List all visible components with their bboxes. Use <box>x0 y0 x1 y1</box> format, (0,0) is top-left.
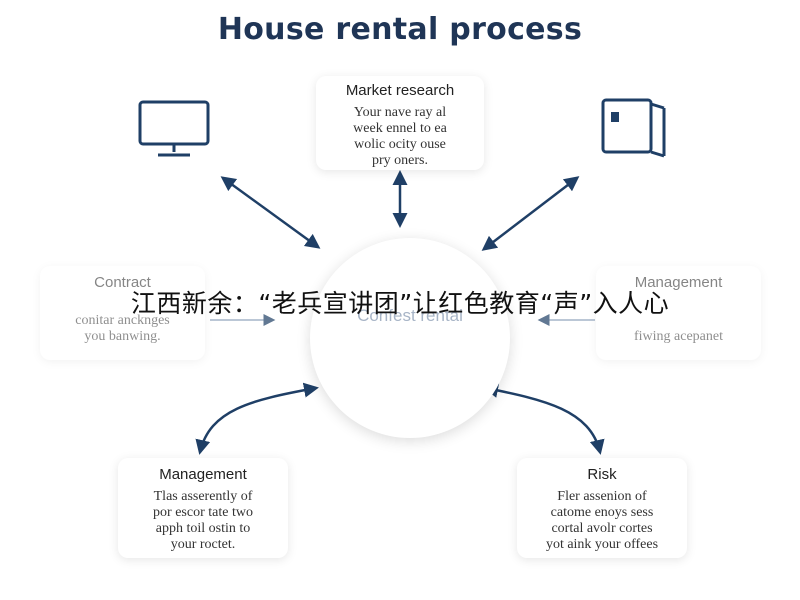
center-node-label: Confest rental <box>357 306 463 325</box>
monitor-icon <box>138 100 210 157</box>
arrow-risk <box>483 383 605 455</box>
node-management-right-line: fiwing acepanet <box>633 329 723 344</box>
node-risk-line: catome enoys sess <box>550 505 654 520</box>
node-market-research-title: Market research <box>345 82 455 99</box>
node-market-research-line: week ennel to ea <box>353 121 447 136</box>
node-management-bottom-line: your roctet. <box>170 537 236 552</box>
node-management-bottom: Management Tlas asserently of por escor … <box>118 458 288 558</box>
node-risk-line: yot aink your offees <box>545 537 659 552</box>
node-management-right-title: Management <box>634 274 723 291</box>
node-management-right: Management fiwing acepanet <box>596 266 761 360</box>
node-risk-line: Fler assenion of <box>557 489 647 504</box>
arrow-document <box>481 176 580 251</box>
center-node <box>310 238 510 438</box>
arrow-monitor <box>220 176 321 249</box>
node-risk-title: Risk <box>587 466 617 483</box>
node-management-bottom-line: por escor tate two <box>153 505 253 520</box>
node-market-research-line: wolic ocity ouse <box>354 137 446 152</box>
arrow-management-bottom <box>195 382 319 455</box>
node-contract-line: you banwing. <box>84 329 161 344</box>
node-market-research-line: pry oners. <box>372 153 428 168</box>
node-management-bottom-title: Management <box>159 466 247 483</box>
node-market-research: Market research Your nave ray al week en… <box>316 76 484 170</box>
node-contract-line: conitar ancknges <box>75 313 170 328</box>
node-risk-line: cortal avolr cortes <box>551 521 653 536</box>
node-management-bottom-line: apph toil ostin to <box>155 521 251 536</box>
node-management-bottom-line: Tlas asserently of <box>153 489 253 504</box>
node-market-research-line: Your nave ray al <box>353 105 447 120</box>
node-risk: Risk Fler assenion of catome enoys sess … <box>517 458 687 558</box>
diagram-title: House rental process <box>217 12 583 47</box>
overlay-caption: 江西新余：“老兵宣讲团”让红色教育“声”入人心 <box>130 289 670 318</box>
node-contract-title: Contract <box>94 274 151 291</box>
node-contract: Contract conitar ancknges you banwing. <box>40 266 205 360</box>
document-icon <box>601 98 666 158</box>
